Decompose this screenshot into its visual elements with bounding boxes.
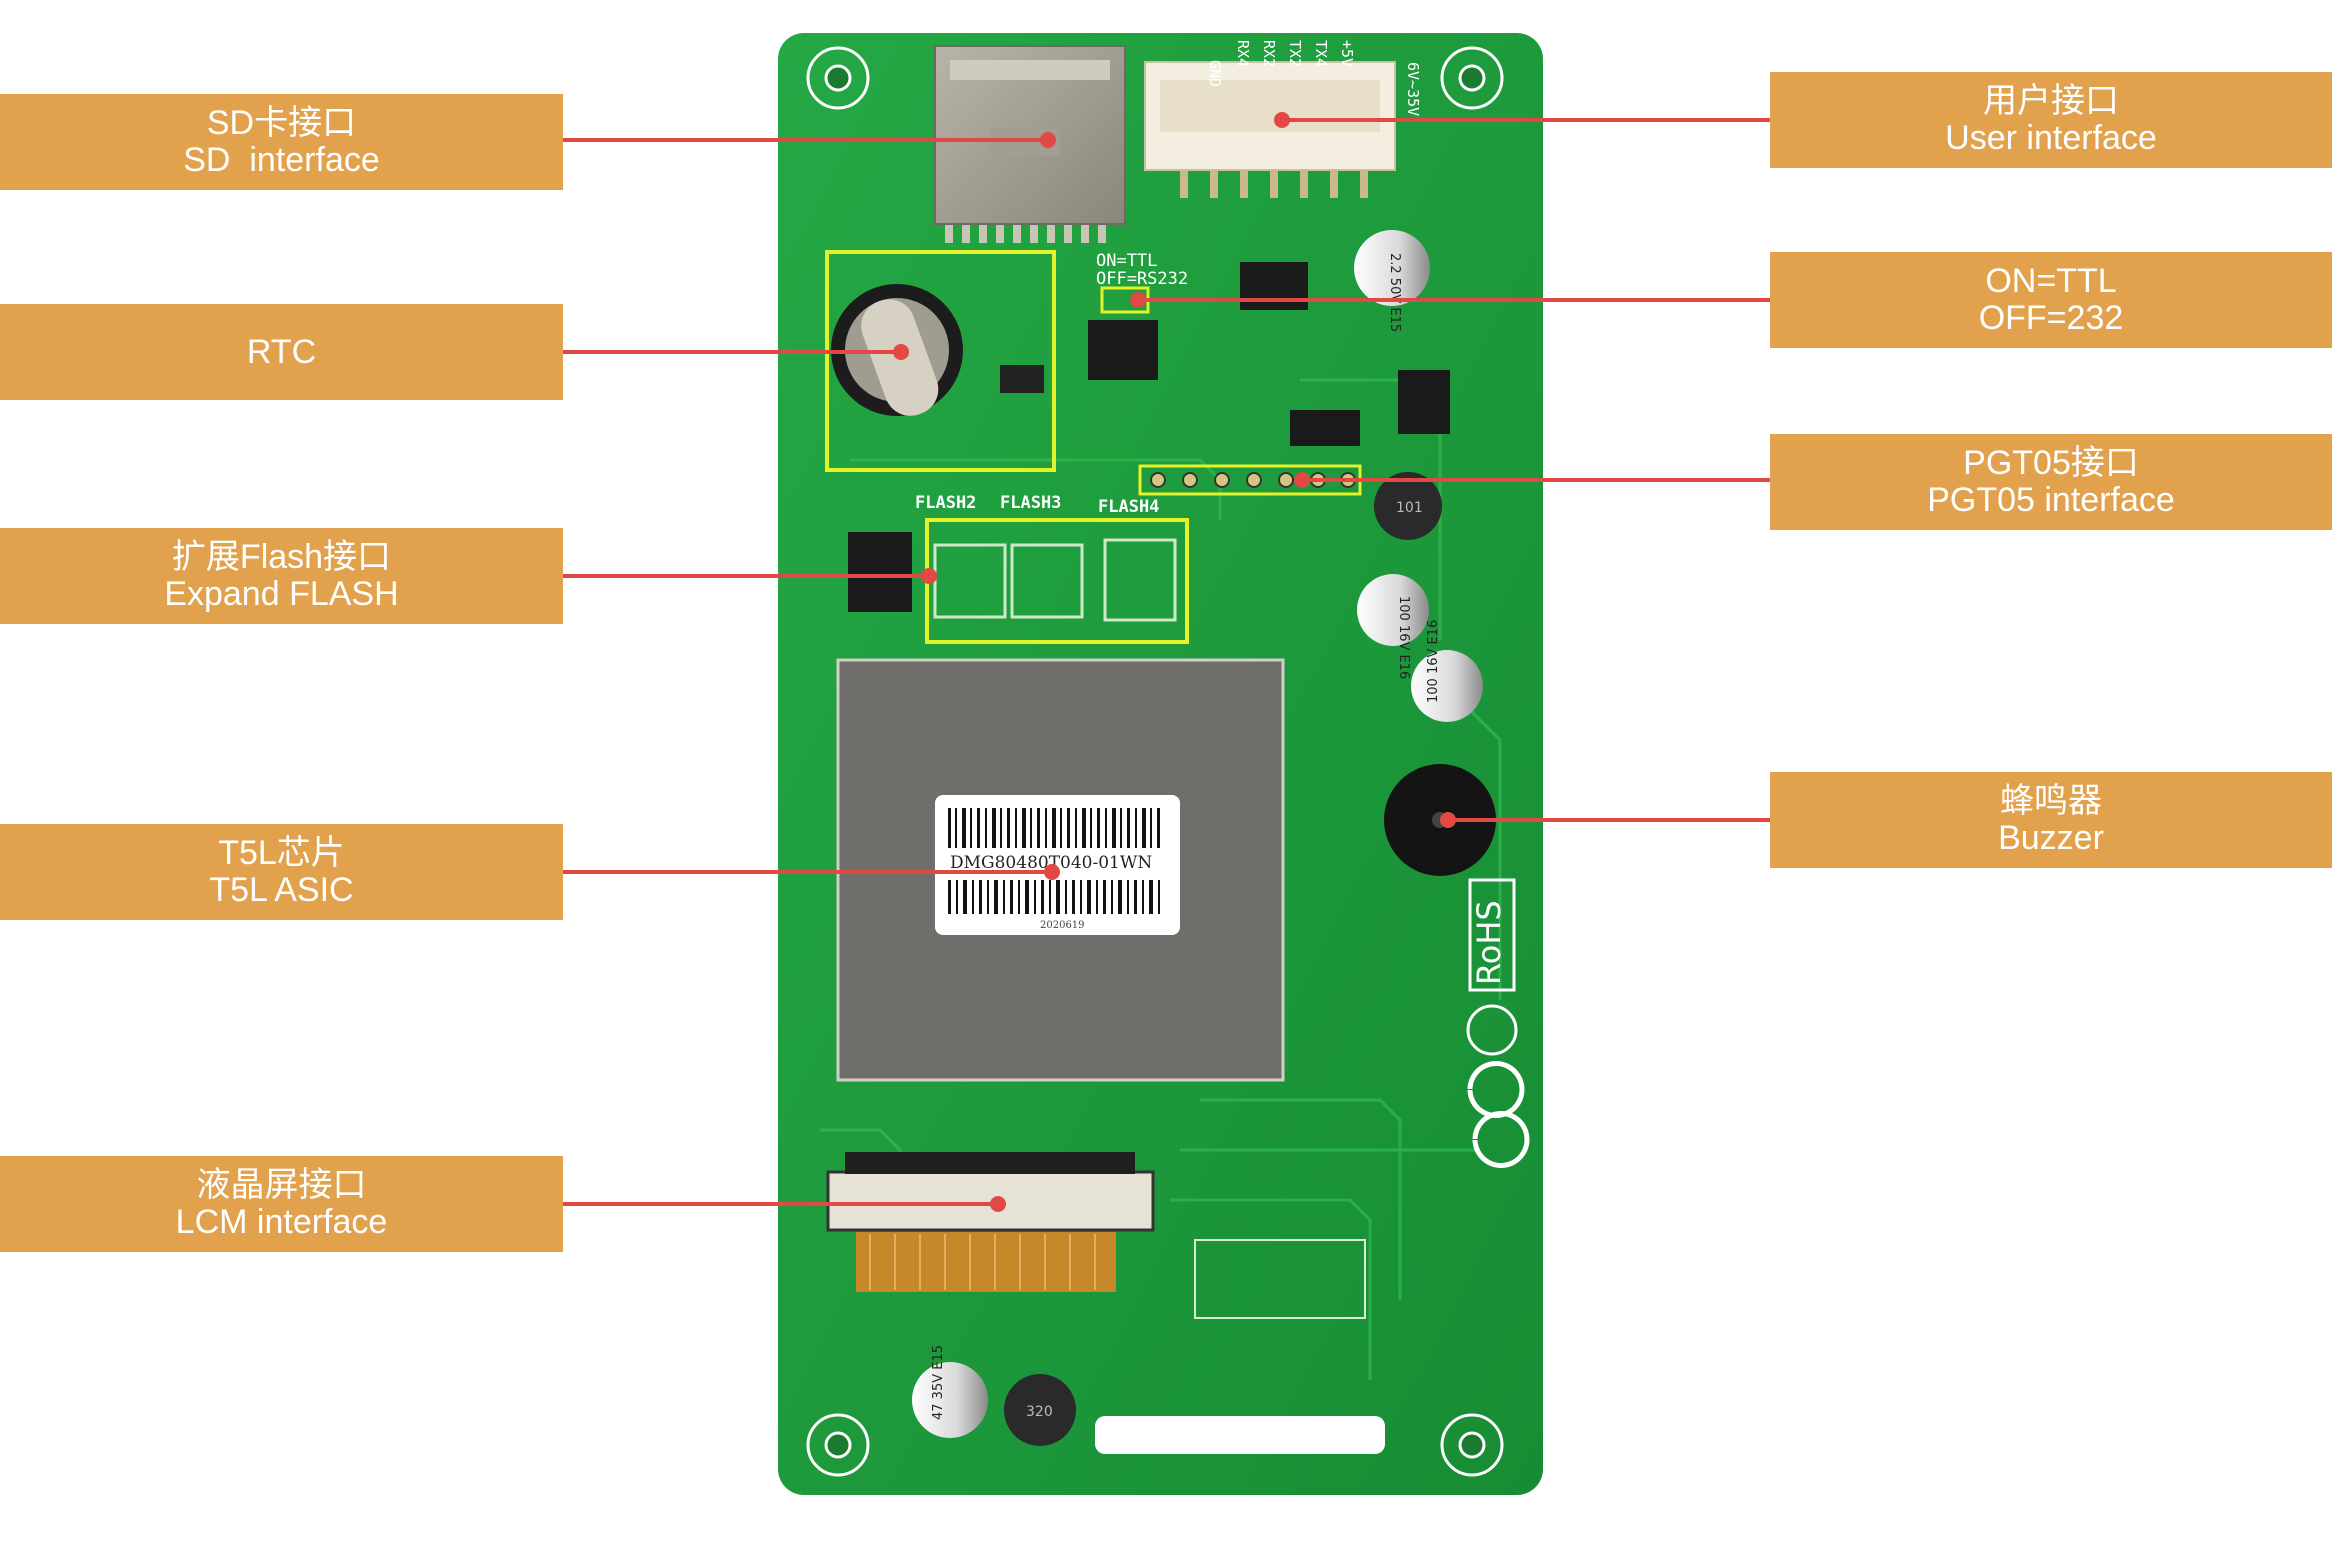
leader-line [563, 138, 1049, 142]
leader-dot [990, 1196, 1006, 1212]
sd-card-slot [934, 45, 1126, 243]
callout-text-cn: SD卡接口 [206, 104, 357, 142]
callout-text-cn: T5L芯片 [218, 834, 345, 872]
silk-pin-label: RX2 [1260, 40, 1278, 67]
leader-dot [1040, 132, 1056, 148]
callout-text-en: T5L ASIC [209, 871, 354, 909]
callout-expand-flash: 扩展Flash接口 Expand FLASH [0, 528, 563, 624]
svg-text:47 35V E15: 47 35V E15 [931, 1345, 946, 1420]
callout-text-en: Expand FLASH [164, 575, 399, 613]
callout-lcm-interface: 液晶屏接口 LCM interface [0, 1156, 563, 1252]
inductor-bottom: 320 [1004, 1374, 1076, 1446]
silk-switch-label: OFF=RS232 [1096, 269, 1188, 289]
leader-dot [1440, 812, 1456, 828]
leader-line [1302, 478, 1770, 482]
leader-dot [893, 344, 909, 360]
antenna-pad [1194, 1239, 1366, 1319]
ic-small [1240, 262, 1308, 310]
silk-pin-label: TX2 [1286, 40, 1304, 67]
rohs-mark: RoHS [1466, 878, 1530, 1168]
callout-text-en: PGT05 interface [1927, 481, 2175, 519]
callout-text-en: Buzzer [1998, 819, 2104, 857]
callout-text-cn: 蜂鸣器 [2000, 782, 2102, 820]
lcm-connector [826, 1152, 1155, 1292]
svg-text:320: 320 [1026, 1404, 1053, 1420]
bottom-slot [1095, 1416, 1385, 1454]
chip-label-text: DMG80480T040-01WN [950, 853, 1152, 873]
silk-pin-label: TX4 [1312, 40, 1330, 67]
leader-dot [1274, 112, 1290, 128]
silk-flash-label: FLASH4 [1098, 497, 1159, 517]
rtc-chip [1000, 365, 1044, 393]
capacitor-bottom: 47 35V E15 [912, 1345, 988, 1438]
callout-t5l-asic: T5L芯片 T5L ASIC [0, 824, 563, 920]
callout-buzzer: 蜂鸣器 Buzzer [1770, 772, 2332, 868]
callout-ttl-select: ON=TTL OFF=232 [1770, 252, 2332, 348]
leader-line [1448, 818, 1770, 822]
callout-text-cn: 液晶屏接口 [196, 1166, 367, 1204]
leader-line [1283, 118, 1770, 122]
svg-text:101: 101 [1396, 500, 1423, 516]
callout-text-en: SD interface [183, 141, 380, 179]
inductor-right: 101 [1374, 472, 1442, 540]
leader-dot [1044, 864, 1060, 880]
ic-small [1398, 370, 1450, 434]
capacitor-mid-2: 100 16V E16 [1411, 620, 1483, 722]
silk-pin-label: GND [1206, 60, 1224, 87]
chip-date-text: 2020619 [1040, 920, 1085, 931]
leader-line [563, 574, 931, 578]
leader-line [563, 350, 903, 354]
leader-dot [1130, 292, 1146, 308]
callout-text-cn: 用户接口 [1983, 82, 2119, 120]
ic-small [1290, 410, 1360, 446]
callout-text-en: User interface [1945, 119, 2157, 157]
leader-dot [1294, 472, 1310, 488]
leader-line [1138, 298, 1770, 302]
callout-user-interface: 用户接口 User interface [1770, 72, 2332, 168]
callout-text-en: LCM interface [175, 1203, 388, 1241]
silk-pin-label: RX4 [1234, 40, 1252, 67]
callout-text-en: OFF=232 [1978, 299, 2124, 337]
callout-sd-interface: SD卡接口 SD interface [0, 94, 563, 190]
flash-ic [848, 532, 912, 612]
silk-switch-label: ON=TTL [1096, 251, 1157, 271]
leader-line [563, 1202, 999, 1206]
capacitor-mid-1: 100 16V E16 [1357, 574, 1429, 679]
svg-text:100 16V E16: 100 16V E16 [1396, 596, 1411, 679]
user-connector: GND RX4 RX2 TX2 TX4 +5V 6V~35V [1144, 40, 1422, 198]
svg-text:2.2 50V E15: 2.2 50V E15 [1387, 253, 1402, 332]
mounting-holes [806, 46, 1504, 1477]
callout-rtc: RTC [0, 304, 563, 400]
leader-line [563, 870, 1053, 874]
silk-flash-label: FLASH2 [915, 493, 976, 513]
callout-text-cn: PGT05接口 [1963, 444, 2139, 482]
rtc-highlight [825, 250, 1056, 472]
silk-voltage: 6V~35V [1404, 62, 1422, 116]
callout-text-cn: ON=TTL [1985, 262, 2117, 300]
svg-text:100 16V E16: 100 16V E16 [1426, 620, 1441, 703]
capacitor-top: 2.2 50V E15 [1354, 230, 1430, 332]
callout-text-cn: 扩展Flash接口 [171, 538, 392, 576]
leader-dot [921, 568, 937, 584]
silk-flash-label: FLASH3 [1000, 493, 1061, 513]
silk-pin-label: +5V [1338, 40, 1356, 67]
ic-small [1088, 320, 1158, 380]
callout-text-cn: RTC [246, 332, 317, 371]
svg-text:RoHS: RoHS [1470, 900, 1508, 985]
callout-pgt05-interface: PGT05接口 PGT05 interface [1770, 434, 2332, 530]
